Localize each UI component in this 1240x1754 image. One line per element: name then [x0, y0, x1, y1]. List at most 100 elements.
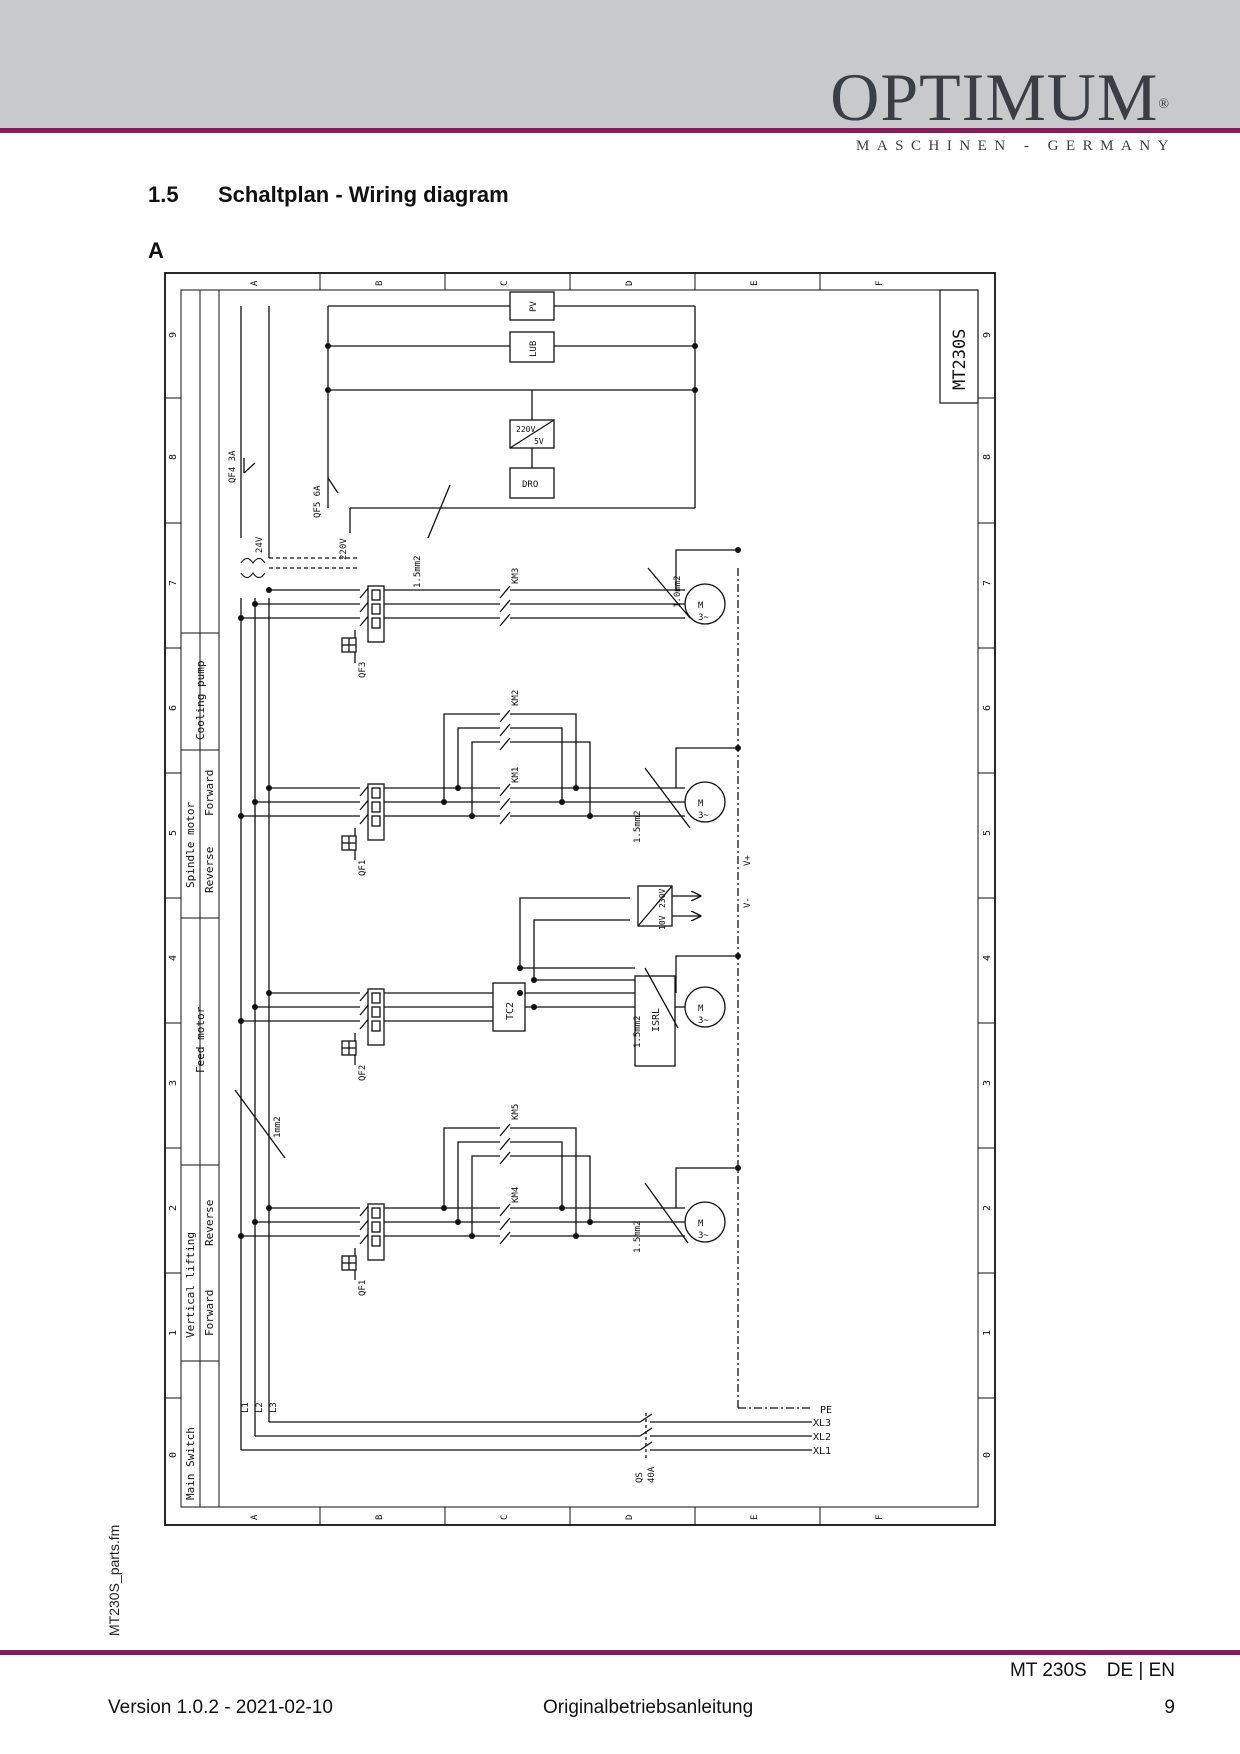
qf5-label: QF5 6A [313, 485, 323, 518]
row-label: 5 [168, 830, 179, 836]
motor-m-label: M [698, 601, 704, 611]
tc2-label: TC2 [505, 1002, 516, 1020]
motor-m-label: M [698, 799, 704, 809]
motor-phase-label: 3~ [698, 613, 709, 623]
row-label: 3 [982, 1080, 993, 1086]
col-label: D [625, 281, 635, 286]
v220-label: 220V [339, 538, 349, 560]
row-label: 6 [168, 705, 179, 711]
cable-label: 1mm2 [273, 1116, 283, 1138]
col-label: C [500, 281, 510, 286]
qf3-label: QF3 [358, 662, 368, 678]
pe-label: PE [820, 1405, 832, 1416]
section-number: 1.5 [148, 182, 179, 207]
section-title: 1.5 Schaltplan - Wiring diagram [148, 182, 509, 208]
sidebar-reverse: Reverse [203, 847, 216, 893]
col-label: F [875, 1515, 885, 1520]
motor-m-label: M [698, 1004, 704, 1014]
brand-subtitle: MASCHINEN - GERMANY [855, 138, 1176, 154]
sidebar-main-switch: Main Switch [184, 1427, 197, 1500]
row-label: 7 [982, 580, 993, 586]
footer-languages: DE | EN [1106, 1660, 1175, 1681]
cable-label: 1.5mm2 [633, 1015, 643, 1048]
dc10v-in-label: 10V [658, 915, 667, 930]
lub-label: LUB [529, 341, 539, 357]
sidebar-cooling-pump: Cooling pump [194, 661, 207, 740]
side-file-label: MT230S_parts.fm [106, 1524, 122, 1636]
brand-logo: OPTIMUM® MASCHINEN - GERMANY [830, 59, 1170, 155]
row-label: 0 [168, 1452, 179, 1458]
xl3-label: XL3 [813, 1418, 831, 1429]
diagram-frame [164, 272, 996, 1526]
col-label: A [250, 1514, 260, 1520]
motor-m-label: M [698, 1219, 704, 1229]
qf4-label: QF4 3A [228, 450, 238, 483]
header-band [0, 0, 1240, 128]
sidebar-spindle-motor: Spindle motor [184, 802, 197, 888]
qf1b-label: QF1 [358, 1280, 368, 1296]
psu-in-label: 220V [516, 425, 535, 434]
v24-label: 24V [255, 536, 265, 553]
ac230-label: 230V [658, 889, 667, 908]
col-label: B [375, 281, 385, 286]
sidebar-forward: Forward [203, 1290, 216, 1336]
row-label: 5 [982, 830, 993, 836]
col-label: A [250, 280, 260, 286]
cable-label: 1.5mm2 [633, 1220, 643, 1253]
km1-label: KM1 [511, 767, 521, 783]
dro-label: DRO [522, 480, 538, 490]
qs-rating-label: 40A [647, 1466, 657, 1483]
motor-phase-label: 3~ [698, 1016, 709, 1026]
row-label: 1 [982, 1330, 993, 1336]
col-label: E [750, 1515, 760, 1520]
row-label: 2 [168, 1205, 179, 1211]
row-label: 9 [168, 332, 179, 338]
sidebar-forward: Forward [203, 770, 216, 816]
section-heading: Schaltplan - Wiring diagram [218, 182, 509, 207]
l2-label: L2 [255, 1402, 265, 1413]
sidebar-feed-motor: Feed motor [194, 1006, 207, 1073]
col-label: C [500, 1515, 510, 1520]
km2-label: KM2 [511, 690, 521, 706]
v-plus-label: V- [743, 897, 753, 908]
l3-label: L3 [269, 1402, 279, 1413]
km5-label: KM5 [511, 1104, 521, 1120]
motor-phase-label: 3~ [698, 1231, 709, 1241]
qf1-label: QF1 [358, 860, 368, 876]
brand-name: OPTIMUM® [830, 59, 1170, 135]
l1-label: L1 [241, 1402, 251, 1413]
col-label: F [875, 281, 885, 286]
row-label: 1 [168, 1330, 179, 1336]
v-minus-label: V+ [743, 855, 753, 866]
row-label: 0 [982, 1452, 993, 1458]
footer-doc-type: Originalbetriebsanleitung [543, 1697, 754, 1718]
sidebar-vertical-lifting: Vertical lifting [184, 1232, 197, 1338]
model-label: MT230S [950, 329, 970, 390]
footer-accent-line [0, 1650, 1240, 1655]
row-label: 8 [982, 454, 993, 460]
col-label: D [625, 1515, 635, 1520]
qs-label: QS [635, 1472, 645, 1483]
col-label: E [750, 281, 760, 286]
km4-label: KM4 [511, 1187, 521, 1203]
km3-label: KM3 [511, 568, 521, 584]
motor-phase-label: 3~ [698, 811, 709, 821]
row-label: 2 [982, 1205, 993, 1211]
row-label: 4 [982, 955, 993, 961]
row-label: 7 [168, 580, 179, 586]
cable-label: 1.5mm2 [633, 810, 643, 843]
row-label: 8 [168, 454, 179, 460]
row-label: 4 [168, 955, 179, 961]
footer-model: MT 230S [1009, 1660, 1087, 1681]
footer-version: Version 1.0.2 - 2021-02-10 [108, 1697, 333, 1718]
row-label: 9 [982, 332, 993, 338]
sidebar-reverse: Reverse [203, 1200, 216, 1246]
xl2-label: XL2 [813, 1432, 831, 1443]
isrl-label: ISRL [651, 1008, 662, 1032]
row-label: 3 [168, 1080, 179, 1086]
qf2-label: QF2 [358, 1065, 368, 1081]
page-number: 9 [1164, 1697, 1175, 1718]
row-label: 6 [982, 705, 993, 711]
col-label: B [375, 1515, 385, 1520]
wiring-diagram: A B C D E F A B C D E F 9 8 7 6 5 4 3 2 … [164, 272, 996, 1526]
